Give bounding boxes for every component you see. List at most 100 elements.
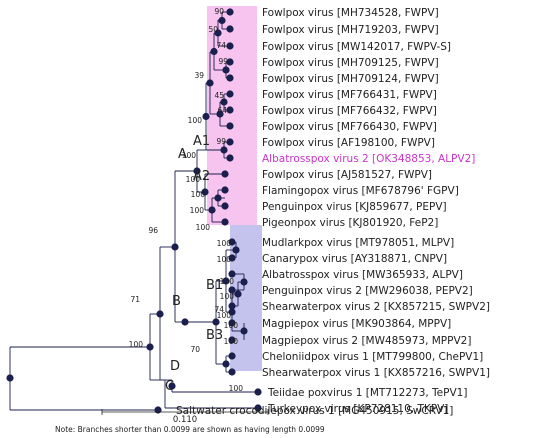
leaf-label: Penguinpox virus 2 [MW296038, PEPV2] — [262, 285, 473, 297]
leaf-label: Saltwater crocodilepox virus 1 [MG450915… — [176, 405, 453, 417]
leaf-node — [228, 254, 236, 262]
leaf-label: Fowlpox virus [MH734528, FWPV] — [262, 7, 439, 19]
bootstrap-value: 100 — [196, 223, 211, 232]
leaf-label: Mudlarkpox virus [MT978051, MLPV] — [262, 237, 454, 249]
leaf-node — [221, 186, 229, 194]
bootstrap-value: 100 — [220, 277, 235, 286]
internal-node — [214, 194, 222, 202]
clade-label-b: B — [172, 294, 181, 309]
bootstrap-value: 100 — [217, 255, 232, 264]
bootstrap-value: 74 — [216, 41, 226, 50]
internal-node — [218, 16, 226, 25]
bootstrap-value: 50 — [208, 25, 218, 34]
leaf-node — [228, 302, 236, 310]
internal-node — [156, 310, 164, 318]
internal-node — [181, 318, 189, 326]
leaf-node — [254, 404, 262, 412]
leaf-label: Fowlpox virus [MF766431, FWPV] — [262, 89, 437, 101]
leaf-label: Magpiepox virus [MK903864, MPPV] — [262, 318, 451, 330]
bootstrap-value: 100 — [182, 151, 197, 160]
leaf-node — [226, 8, 234, 16]
leaf-label: Fowlpox virus [MW142017, FWPV-S] — [262, 41, 451, 53]
clade-label-d: D — [170, 359, 180, 374]
internal-node — [222, 277, 230, 285]
leaf-label: Teiidae poxvirus 1 [MT712273, TePV1] — [267, 387, 467, 399]
leaf-label: Cheloniidpox virus 1 [MT799800, ChePV1] — [262, 351, 483, 363]
leaf-node — [226, 138, 234, 146]
leaf-node — [228, 336, 236, 344]
internal-node — [193, 167, 201, 175]
bootstrap-value: 100 — [229, 384, 244, 393]
bootstrap-value: 100 — [217, 311, 232, 320]
bootstrap-value: 100 — [186, 175, 201, 184]
leaf-label: Fowlpox virus [AF198100, FWPV] — [262, 137, 435, 149]
internal-node — [232, 246, 240, 254]
clade-label-b1: B1 — [206, 278, 223, 293]
leaf-node — [221, 170, 229, 178]
leaf-node — [221, 202, 229, 210]
leaf-node — [254, 388, 262, 396]
leaf-label: Albatrosspox virus [MW365933, ALPV] — [262, 269, 463, 281]
leaf-label: Shearwaterpox virus 2 [KX857215, SWPV2] — [262, 301, 490, 313]
leaf-node — [228, 270, 236, 278]
internal-node — [168, 382, 176, 390]
leaf-label: Fowlpox virus [MF766430, FWPV] — [262, 121, 437, 133]
leaf-node — [226, 154, 234, 162]
leaf-node — [228, 319, 236, 327]
internal-node — [222, 360, 230, 368]
leaf-node — [154, 406, 162, 414]
internal-node — [202, 112, 210, 121]
leaf-node — [228, 238, 236, 246]
leaf-node — [226, 122, 234, 130]
internal-node — [214, 29, 222, 37]
bootstrap-value: 39 — [194, 71, 204, 80]
internal-node — [216, 110, 224, 118]
internal-node — [228, 308, 236, 316]
internal-node — [208, 206, 216, 214]
leaf-node — [226, 42, 234, 50]
internal-node — [146, 343, 154, 351]
leaf-node — [226, 74, 234, 82]
leaf-node — [226, 58, 234, 66]
leaf-label: Canarypox virus [AY318871, CNPV] — [262, 253, 447, 265]
branch-length-footnote: Note: Branches shorter than 0.0099 are s… — [55, 425, 325, 434]
clade-label-a2: A2 — [193, 169, 210, 184]
root-node — [6, 374, 14, 382]
leaf-node — [221, 218, 229, 226]
leaf-label: Pigeonpox virus [KJ801920, FeP2] — [262, 217, 438, 229]
bootstrap-value: 100 — [217, 239, 232, 248]
leaf-label: Fowlpox virus [MF766432, FWPV] — [262, 105, 437, 117]
bootstrap-value: 90 — [214, 7, 224, 16]
bootstrap-value: 96 — [148, 226, 158, 235]
clade-label-c: C — [165, 379, 174, 394]
internal-node — [240, 278, 248, 286]
clade-label-b3: B3 — [206, 328, 223, 343]
leaf-node — [228, 286, 236, 294]
clade-label-a1: A1 — [193, 134, 210, 149]
leaf-node — [228, 352, 236, 360]
leaf-label: Fowlpox virus [AJ581527, FWPV] — [262, 169, 432, 181]
bootstrap-value: 100 — [190, 206, 205, 215]
clade-a-highlight — [207, 6, 257, 225]
internal-node — [210, 47, 218, 56]
internal-node — [234, 290, 242, 298]
leaf-label: Fowlpox virus [MH719203, FWPV] — [262, 24, 439, 36]
bootstrap-value: 74 — [214, 305, 224, 314]
scale-bar-label: 0.110 — [173, 415, 197, 425]
leaf-label: Magpiepox virus 2 [MW485973, MPPV2] — [262, 335, 471, 347]
leaf-label: Fowlpox virus [MH709125, FWPV] — [262, 57, 439, 69]
internal-node — [220, 98, 228, 106]
internal-node — [201, 188, 209, 196]
leaf-node — [226, 106, 234, 114]
bootstrap-value: 100 — [129, 340, 144, 349]
internal-node — [240, 327, 248, 335]
bootstrap-value: 100 — [224, 337, 239, 346]
leaf-label: Fowlpox virus [MH709124, FWPV] — [262, 73, 439, 85]
internal-node — [222, 66, 230, 74]
bootstrap-value: 99 — [218, 57, 228, 66]
leaf-label: Penguinpox virus [KJ859677, PEPV] — [262, 201, 447, 213]
leaf-node — [228, 368, 236, 376]
bootstrap-value: 64 — [217, 106, 227, 115]
clade-label-a: A — [178, 147, 187, 162]
